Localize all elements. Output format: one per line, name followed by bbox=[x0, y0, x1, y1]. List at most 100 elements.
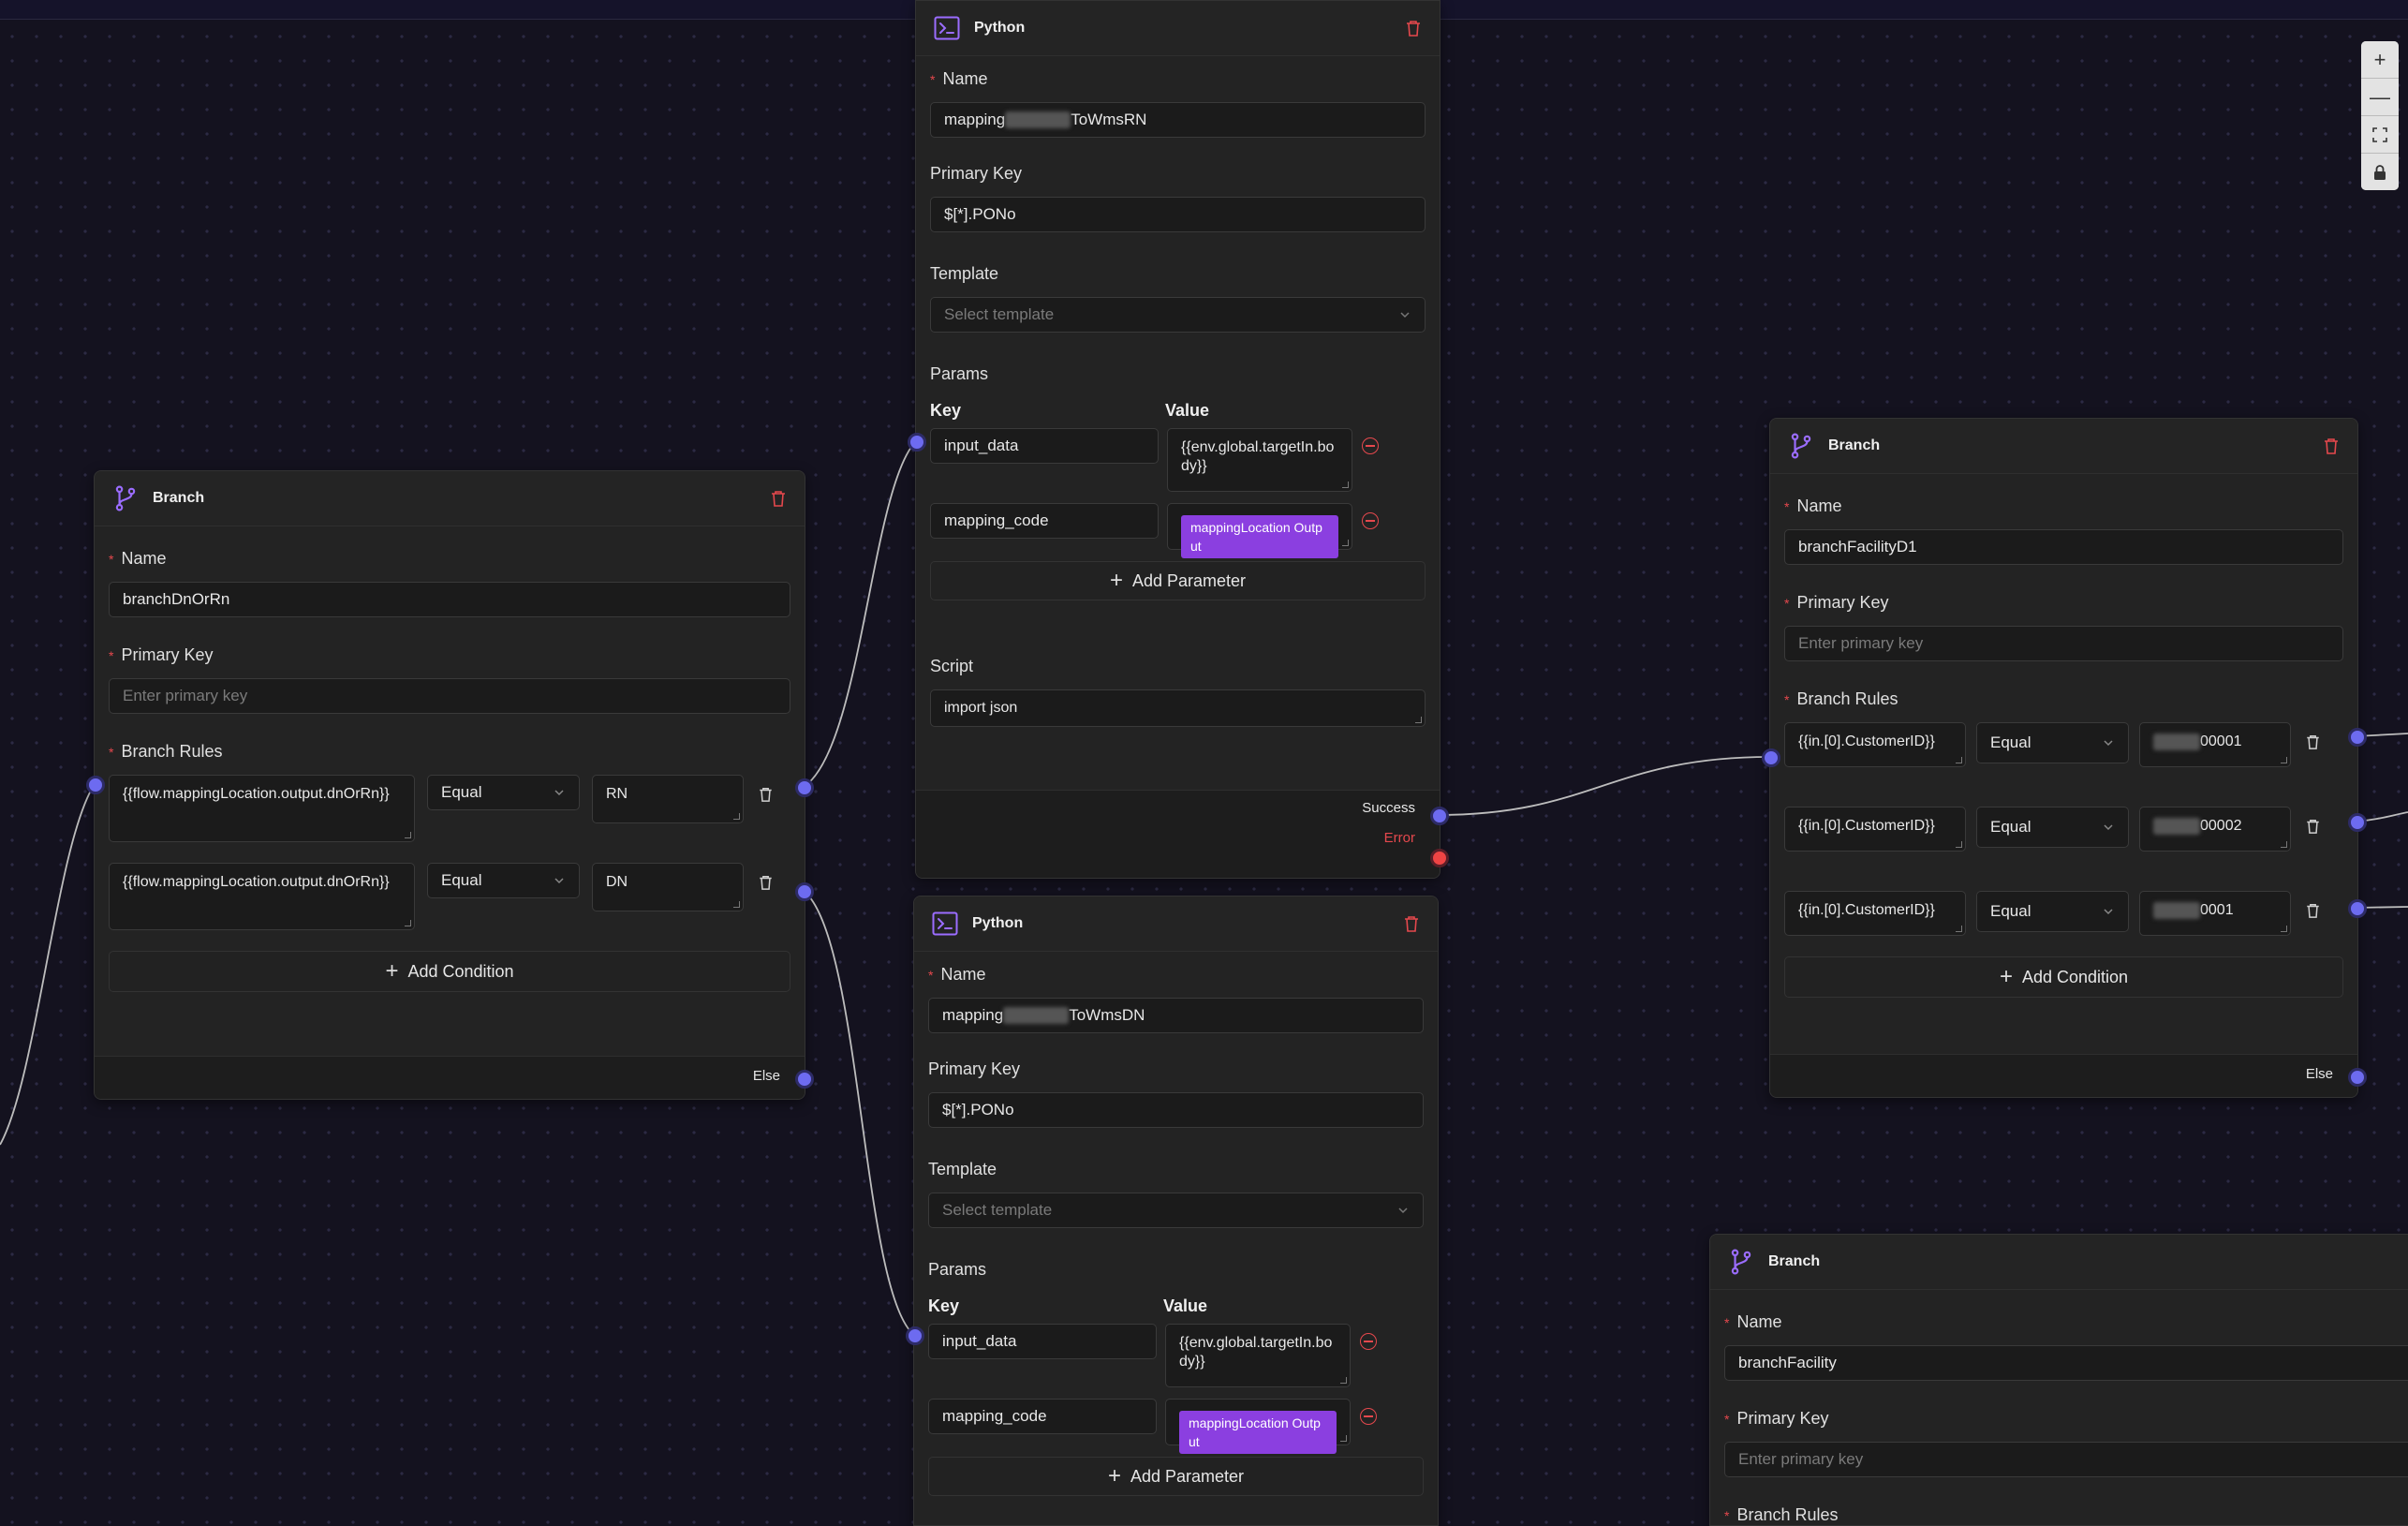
error-output-handle[interactable] bbox=[1430, 849, 1449, 867]
name-input[interactable]: branchFacilityD1 bbox=[1784, 529, 2343, 565]
rule-operator-select[interactable]: Equal bbox=[1976, 722, 2129, 763]
name-input[interactable]: branchDnOrRn bbox=[109, 582, 790, 617]
primary-key-label: *Primary Key bbox=[1784, 593, 1889, 612]
rule-field-input[interactable]: {{in.[0].CustomerID}} bbox=[1784, 722, 1966, 767]
input-handle[interactable] bbox=[86, 776, 105, 794]
error-label: Error bbox=[1383, 830, 1415, 846]
add-parameter-button[interactable]: +Add Parameter bbox=[930, 561, 1426, 600]
script-editor[interactable]: import json bbox=[930, 689, 1426, 727]
zoom-in-icon[interactable]: + bbox=[2361, 41, 2399, 79]
delete-rule-icon[interactable] bbox=[755, 872, 776, 893]
primary-key-input[interactable]: Enter primary key bbox=[109, 678, 790, 714]
param-key-input[interactable]: input_data bbox=[928, 1324, 1157, 1359]
rule-operator-select[interactable]: Equal bbox=[427, 863, 580, 898]
rule-output-handle[interactable] bbox=[795, 778, 814, 797]
node-header[interactable]: Branch bbox=[95, 471, 805, 526]
success-label: Success bbox=[1362, 800, 1415, 816]
remove-param-icon[interactable] bbox=[1362, 512, 1379, 529]
branch-node-facility[interactable]: Branch *Name branchFacility *Primary Key… bbox=[1709, 1234, 2408, 1526]
param-value-input[interactable]: mappingLocation Output bbox=[1165, 1399, 1351, 1454]
redacted-text bbox=[2153, 733, 2200, 750]
output-reference-tag[interactable]: mappingLocation Output bbox=[1179, 1411, 1337, 1454]
add-condition-button[interactable]: +Add Condition bbox=[109, 951, 790, 992]
params-header: Key Value bbox=[928, 1296, 1424, 1316]
add-parameter-button[interactable]: +Add Parameter bbox=[928, 1457, 1424, 1496]
param-value-input[interactable]: mappingLocation Output bbox=[1167, 503, 1352, 558]
template-label: Template bbox=[928, 1160, 997, 1178]
remove-param-icon[interactable] bbox=[1362, 437, 1379, 454]
rule-field-input[interactable]: {{flow.mappingLocation.output.dnOrRn}} bbox=[109, 863, 415, 930]
branch-node-dn-or-rn[interactable]: Branch *Name branchDnOrRn *Primary Key E… bbox=[94, 470, 805, 1100]
fit-view-icon[interactable] bbox=[2361, 116, 2399, 154]
rule-output-handle[interactable] bbox=[2348, 813, 2367, 832]
delete-rule-icon[interactable] bbox=[755, 784, 776, 805]
delete-rule-icon[interactable] bbox=[2302, 816, 2323, 837]
rule-operator-select[interactable]: Equal bbox=[427, 775, 580, 810]
rule-output-handle[interactable] bbox=[2348, 899, 2367, 918]
zoom-out-icon[interactable]: — bbox=[2361, 79, 2399, 116]
param-value-input[interactable]: {{env.global.targetIn.body}} bbox=[1167, 428, 1352, 492]
key-header: Key bbox=[928, 1296, 960, 1315]
param-value-input[interactable]: {{env.global.targetIn.body}} bbox=[1165, 1324, 1351, 1387]
delete-node-icon[interactable] bbox=[769, 489, 788, 508]
param-key-input[interactable]: mapping_code bbox=[930, 503, 1159, 539]
node-header[interactable]: Branch bbox=[1710, 1235, 2408, 1290]
rule-value-input[interactable]: 00002 bbox=[2139, 807, 2291, 852]
lock-icon[interactable] bbox=[2361, 154, 2399, 190]
param-key-input[interactable]: input_data bbox=[930, 428, 1159, 464]
param-row: input_data {{env.global.targetIn.body}} bbox=[930, 428, 1426, 492]
node-title: Python bbox=[972, 915, 1024, 931]
add-condition-button[interactable]: +Add Condition bbox=[1784, 956, 2343, 998]
rule-operator-select[interactable]: Equal bbox=[1976, 891, 2129, 932]
rule-value-input[interactable]: 00001 bbox=[2139, 722, 2291, 767]
node-title: Branch bbox=[1828, 437, 1881, 453]
input-handle[interactable] bbox=[908, 433, 926, 452]
node-header[interactable]: Python bbox=[916, 1, 1440, 56]
node-header[interactable]: Python bbox=[914, 896, 1438, 952]
params-label: Params bbox=[928, 1260, 987, 1279]
success-output-handle[interactable] bbox=[1430, 807, 1449, 825]
node-header[interactable]: Branch bbox=[1770, 419, 2357, 474]
rule-field-input[interactable]: {{in.[0].CustomerID}} bbox=[1784, 807, 1966, 852]
chevron-down-icon bbox=[2104, 824, 2113, 831]
template-label: Template bbox=[930, 264, 999, 283]
rule-output-handle[interactable] bbox=[795, 882, 814, 901]
delete-rule-icon[interactable] bbox=[2302, 732, 2323, 752]
else-label: Else bbox=[2305, 1066, 2333, 1082]
rule-value-input[interactable]: DN bbox=[592, 863, 744, 911]
primary-key-input[interactable]: $[*].PONo bbox=[930, 197, 1426, 232]
input-handle[interactable] bbox=[906, 1326, 924, 1345]
template-select[interactable]: Select template bbox=[928, 1193, 1424, 1228]
input-handle[interactable] bbox=[1762, 748, 1780, 767]
primary-key-input[interactable]: Enter primary key bbox=[1724, 1442, 2408, 1477]
branch-rules-label: *Branch Rules bbox=[109, 742, 223, 761]
branch-node-facility-d1[interactable]: Branch *Name branchFacilityD1 *Primary K… bbox=[1769, 418, 2358, 1098]
delete-node-icon[interactable] bbox=[1404, 19, 1423, 37]
rule-operator-select[interactable]: Equal bbox=[1976, 807, 2129, 848]
delete-node-icon[interactable] bbox=[1402, 914, 1421, 933]
delete-node-icon[interactable] bbox=[2322, 437, 2341, 455]
primary-key-input[interactable]: Enter primary key bbox=[1784, 626, 2343, 661]
remove-param-icon[interactable] bbox=[1360, 1333, 1377, 1350]
name-input[interactable]: branchFacility bbox=[1724, 1345, 2408, 1381]
rule-output-handle[interactable] bbox=[2348, 728, 2367, 747]
key-header: Key bbox=[930, 401, 962, 420]
rule-field-input[interactable]: {{flow.mappingLocation.output.dnOrRn}} bbox=[109, 775, 415, 842]
else-output-handle[interactable] bbox=[2348, 1068, 2367, 1087]
else-output-handle[interactable] bbox=[795, 1070, 814, 1089]
rule-field-input[interactable]: {{in.[0].CustomerID}} bbox=[1784, 891, 1966, 936]
primary-key-input[interactable]: $[*].PONo bbox=[928, 1092, 1424, 1128]
param-key-input[interactable]: mapping_code bbox=[928, 1399, 1157, 1434]
primary-key-label: Primary Key bbox=[930, 164, 1023, 183]
delete-rule-icon[interactable] bbox=[2302, 900, 2323, 921]
template-select[interactable]: Select template bbox=[930, 297, 1426, 333]
output-reference-tag[interactable]: mappingLocation Output bbox=[1181, 515, 1338, 558]
name-label: *Name bbox=[928, 965, 986, 984]
rule-value-input[interactable]: 0001 bbox=[2139, 891, 2291, 936]
remove-param-icon[interactable] bbox=[1360, 1408, 1377, 1425]
rule-value-input[interactable]: RN bbox=[592, 775, 744, 823]
